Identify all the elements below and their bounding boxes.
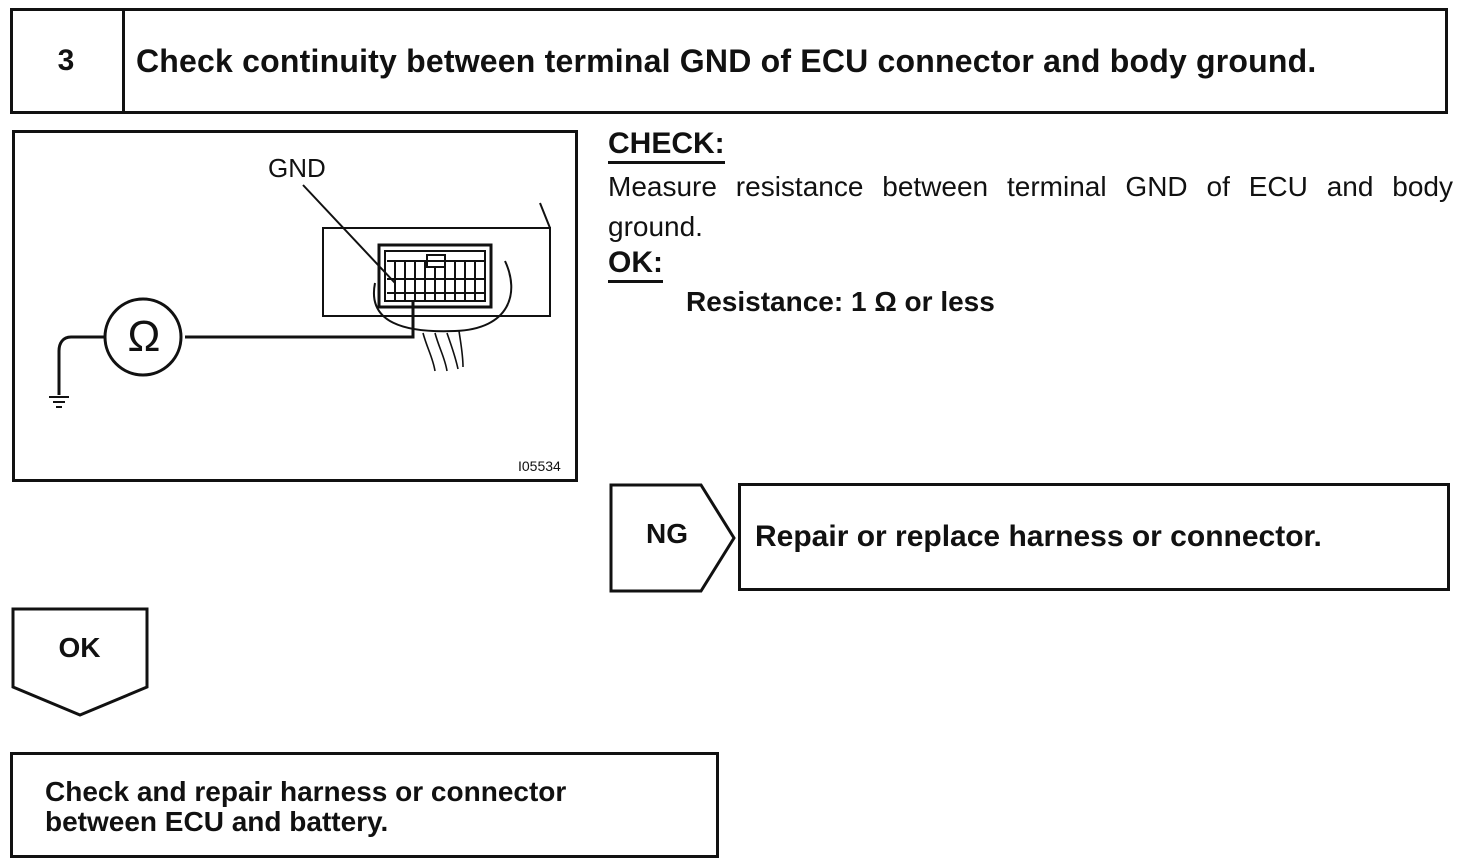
next-step-line-1: Check and repair harness or connector	[45, 776, 567, 807]
gnd-label: GND	[268, 153, 326, 183]
ng-action-text: Repair or replace harness or connector.	[755, 520, 1322, 553]
wiring-figure: Ω	[12, 130, 578, 482]
ok-branch-label: OK	[58, 632, 101, 663]
step-number: 3	[10, 8, 125, 114]
check-heading: CHECK:	[608, 127, 725, 164]
next-step-box: Check and repair harness or connector be…	[10, 752, 719, 858]
step-title: Check continuity between terminal GND of…	[136, 42, 1317, 79]
ng-action-box: Repair or replace harness or connector.	[738, 483, 1450, 591]
ground-symbol-icon	[49, 396, 69, 408]
ok-specification: Resistance: 1 Ω or less	[686, 286, 995, 317]
figure-code: I05534	[518, 458, 561, 474]
ng-arrow-shape	[609, 483, 736, 593]
next-step-line-2: between ECU and battery.	[45, 806, 389, 837]
ok-heading: OK:	[608, 246, 663, 283]
ecu-connector-icon	[49, 184, 551, 408]
ng-label: NG	[646, 518, 688, 549]
ohm-symbol: Ω	[127, 312, 161, 361]
step-header-box	[10, 8, 1448, 114]
ok-arrow-shape	[11, 607, 149, 717]
check-instruction: Measure resistance between terminal GND …	[608, 171, 1453, 242]
